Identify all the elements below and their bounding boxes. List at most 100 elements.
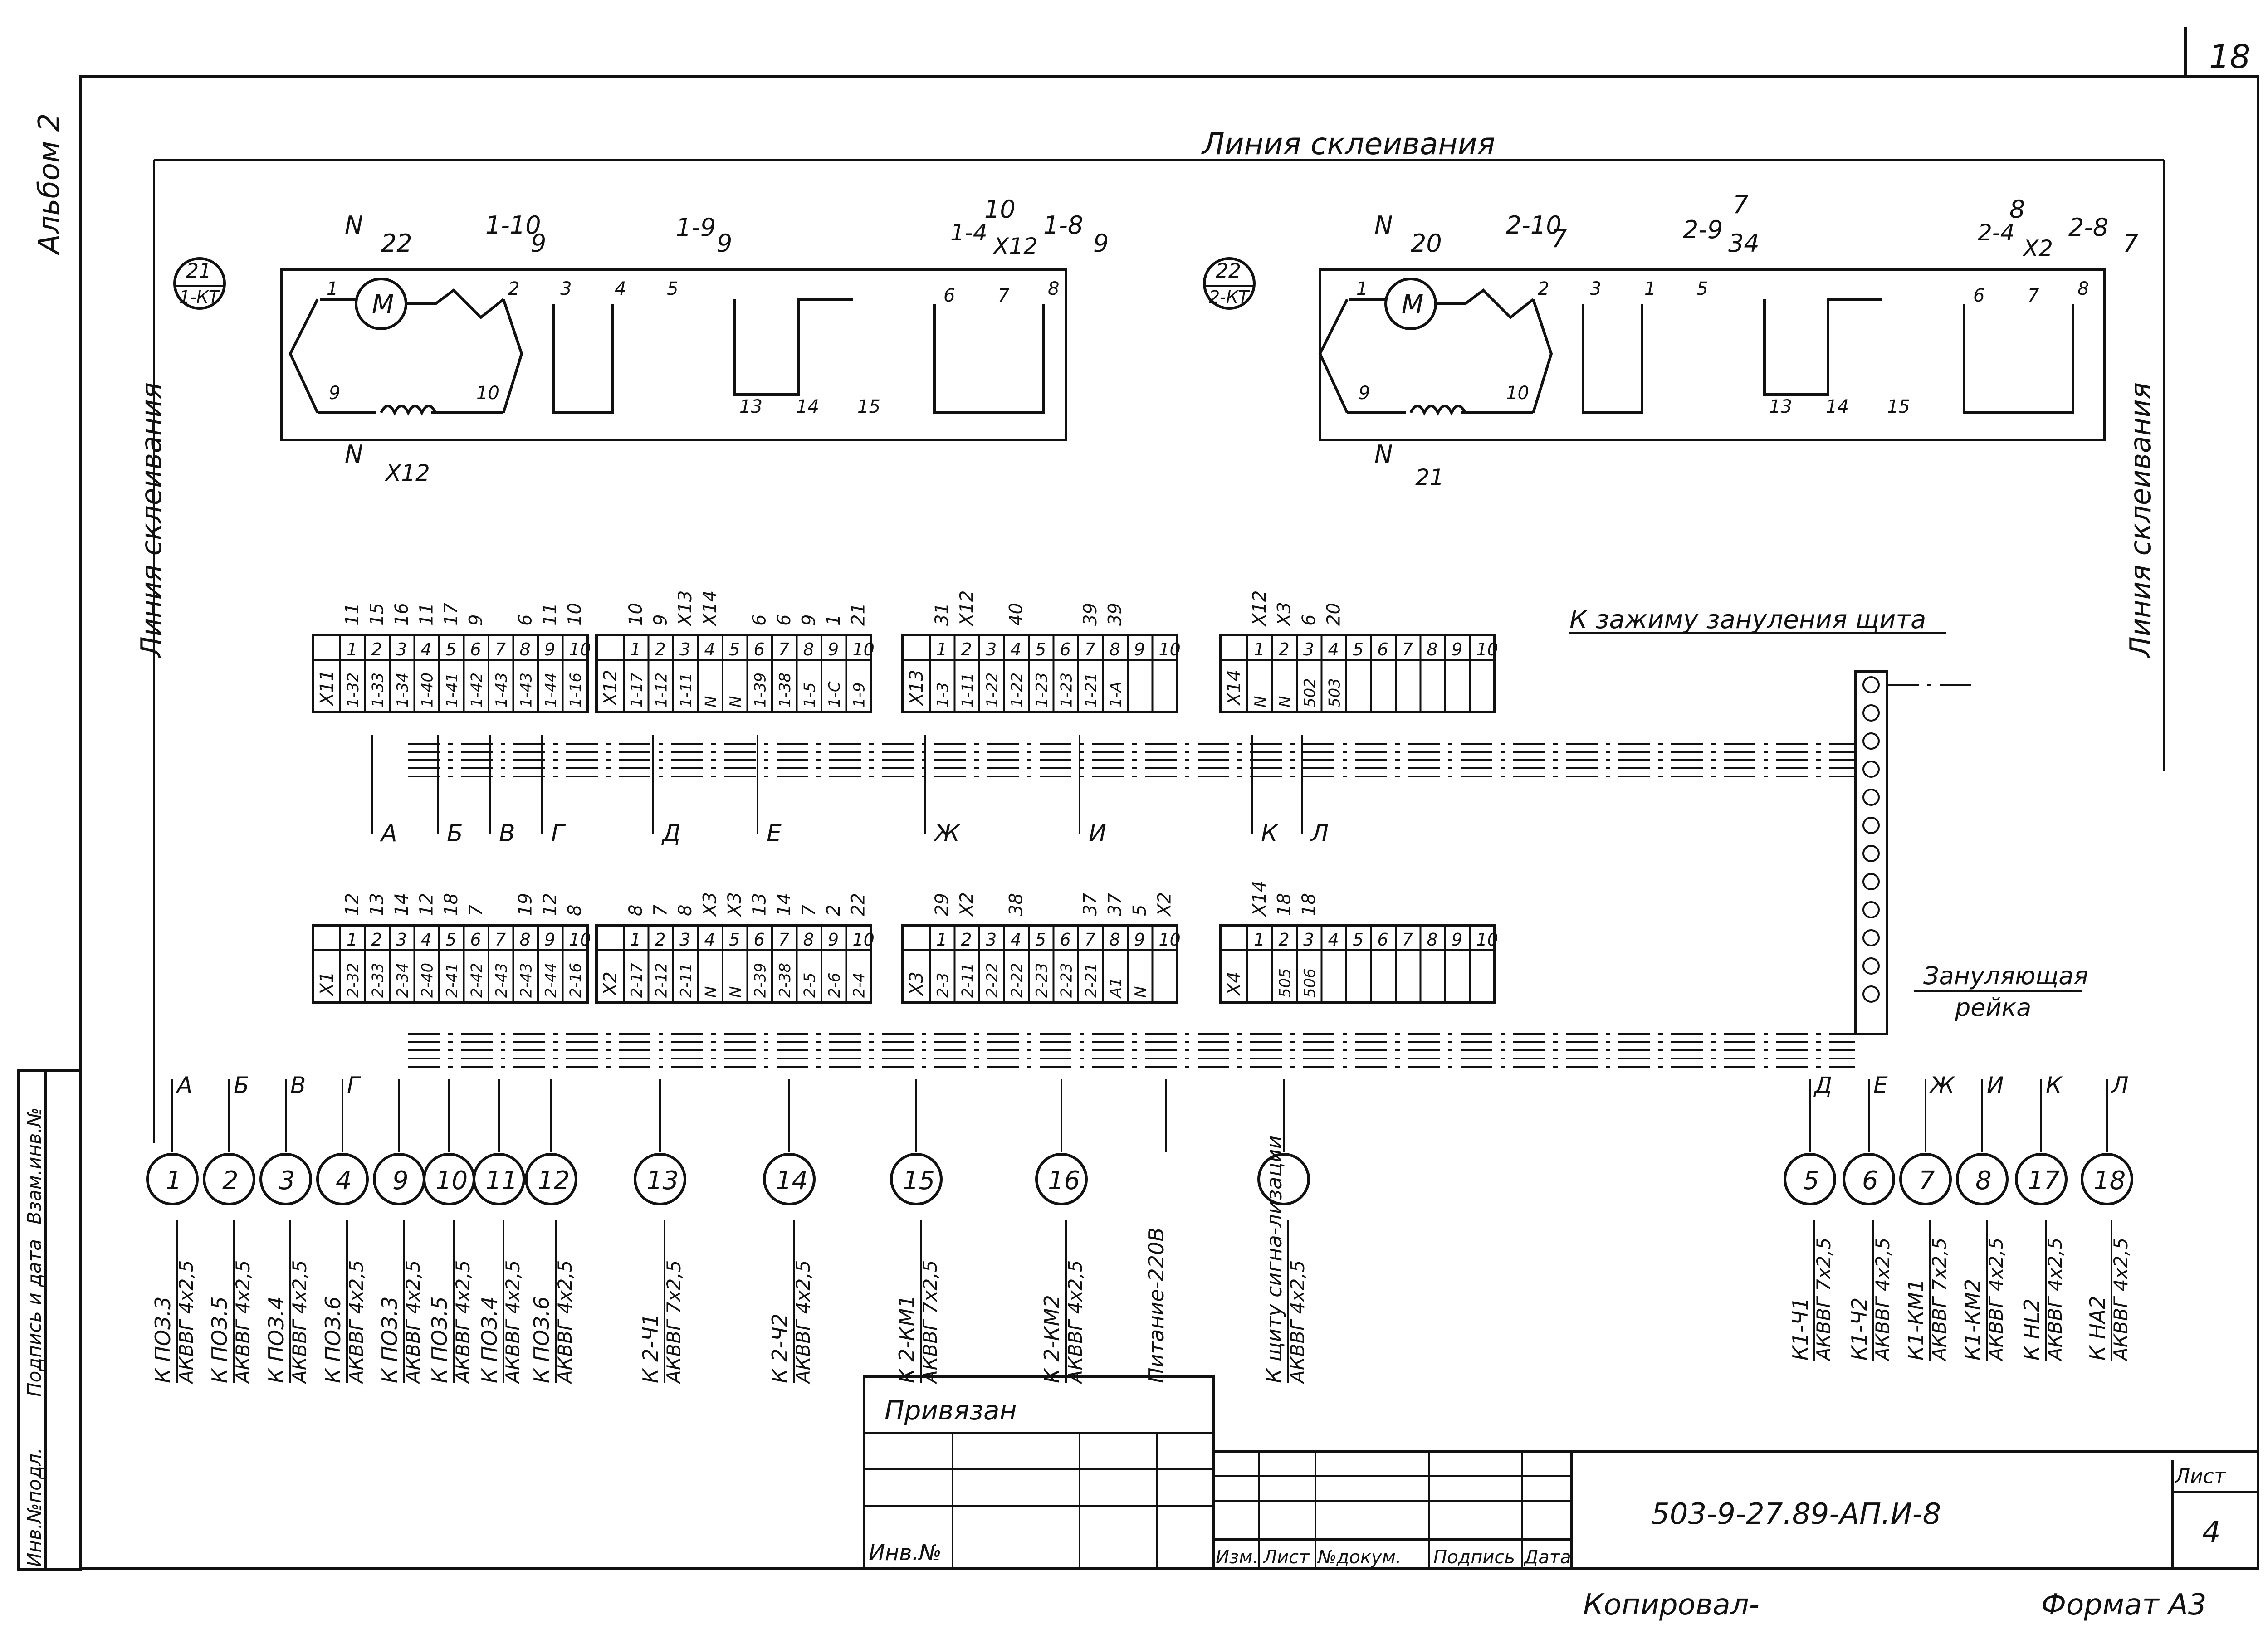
scheme-1-contact-4: 4 xyxy=(615,278,626,299)
terminal-number: 9 xyxy=(1452,930,1462,950)
terminal-number: 10 xyxy=(1476,639,1498,659)
ground-screw xyxy=(1862,957,1880,975)
cable-circle-8 xyxy=(1956,1153,2009,1205)
title-privyazan: Привязан xyxy=(885,1395,1017,1426)
wire-label: 21 xyxy=(848,603,869,626)
terminal-cell: 1-23 xyxy=(1058,673,1076,707)
terminal-cell: 1-3 xyxy=(934,682,952,707)
cable-type: АКВВГ 4х2,5 xyxy=(1064,1260,1086,1385)
cable-dest: К НL2 xyxy=(2019,1298,2044,1361)
terminal-block-name: Х2 xyxy=(600,971,621,996)
cable-number: 9 xyxy=(392,1166,409,1195)
terminal-block-name: Х4 xyxy=(1224,971,1245,996)
cable-type: АКВВГ 4х2,5 xyxy=(1286,1260,1309,1385)
terminal-number: 8 xyxy=(1427,639,1438,659)
wire-label: 7 xyxy=(466,904,487,916)
scheme-1-label-1-8: 1-8 xyxy=(1043,211,1083,239)
cable-letter-left: А xyxy=(176,1072,192,1098)
wire-label: 6 xyxy=(1299,615,1320,626)
cable-type: АКВВГ 4х2,5 xyxy=(2044,1238,2066,1362)
scheme-2-label-7c: 7 xyxy=(2123,229,2138,258)
cable-letter: Д xyxy=(661,820,681,847)
cable-letter: А xyxy=(380,820,397,847)
cable-circle-3 xyxy=(259,1153,312,1205)
terminal-cell: 2-33 xyxy=(369,963,387,998)
scheme-1-label-9a: 9 xyxy=(531,229,546,258)
terminal-number: 7 xyxy=(495,639,506,659)
sheet-top-number: 18 xyxy=(2209,38,2251,76)
scheme-1-circle-bottom: 1-КТ xyxy=(179,287,220,307)
terminal-number: 4 xyxy=(1328,930,1339,950)
cable-dest: К ПОЗ.6 xyxy=(529,1297,554,1383)
terminal-number: 10 xyxy=(853,930,875,950)
terminal-block-2-3 xyxy=(901,924,1178,1004)
cable-dest: К ПОЗ.3 xyxy=(377,1297,402,1383)
scheme-2-label-N: N xyxy=(1374,211,1393,239)
terminal-number: 5 xyxy=(1035,930,1046,950)
scheme-2-contact-9: 9 xyxy=(1359,383,1370,404)
cable-number: 5 xyxy=(1803,1166,1819,1195)
terminal-number: 6 xyxy=(1060,930,1071,950)
terminal-number: 9 xyxy=(544,930,555,950)
wire-label: 31 xyxy=(932,603,953,626)
cable-dest: К ПОЗ.4 xyxy=(477,1297,502,1383)
terminal-cell: 1-22 xyxy=(983,673,1002,707)
scheme-2-label-2-8: 2-8 xyxy=(2068,213,2108,242)
terminal-block-2-1 xyxy=(312,924,589,1004)
wire-label: 9 xyxy=(799,615,820,626)
terminal-number: 8 xyxy=(520,930,531,950)
terminal-cell: N xyxy=(702,696,720,707)
scheme-1-contact-7: 7 xyxy=(998,285,1010,306)
terminal-number: 2 xyxy=(655,930,666,950)
wire-label: Х3 xyxy=(724,892,745,917)
cable-number: 11 xyxy=(485,1166,518,1195)
terminal-number: 5 xyxy=(1353,639,1364,659)
cable-letter-left: В xyxy=(290,1072,306,1098)
terminal-cell: А1 xyxy=(1107,977,1125,999)
terminal-cell: N xyxy=(727,696,745,707)
wire-label: 38 xyxy=(1006,893,1027,916)
scheme-1-label-22: 22 xyxy=(381,229,412,258)
ground-screw xyxy=(1862,761,1880,778)
ground-screw xyxy=(1862,676,1880,693)
cable-dest: К 2-Ч1 xyxy=(638,1313,663,1383)
terminal-cell: 1-34 xyxy=(394,673,412,707)
terminal-blocks: Х1111-321121-331531-341641-401151-411761… xyxy=(312,590,1880,1068)
terminal-cell: 2-16 xyxy=(567,963,585,998)
scheme-1-contact-9: 9 xyxy=(329,383,340,404)
scheme-2-label-34: 34 xyxy=(1728,229,1760,258)
wire-label: 18 xyxy=(1274,893,1295,916)
terminal-cell: 1-16 xyxy=(567,673,585,707)
cable-dest: К ПОЗ.3 xyxy=(151,1297,175,1383)
wire-label: 20 xyxy=(1324,603,1344,626)
terminal-number: 4 xyxy=(421,639,432,659)
wire-label: 14 xyxy=(774,893,795,916)
cable-number: 7 xyxy=(1919,1166,1935,1195)
terminal-block-name: Х3 xyxy=(906,971,927,996)
terminal-number: 1 xyxy=(936,639,947,659)
wire-label: Х14 xyxy=(1249,881,1270,917)
wire-label: 5 xyxy=(1129,905,1150,916)
cable-type: АКВВГ 7х2,5 xyxy=(663,1260,685,1385)
terminal-cell: 2-21 xyxy=(1082,963,1100,998)
scheme-1-label-9c: 9 xyxy=(1093,229,1109,258)
wire-label: 8 xyxy=(675,905,696,916)
scheme-2-circle-top: 22 xyxy=(1216,259,1241,283)
wire-label: 29 xyxy=(932,893,953,916)
cable-dest: К ПОЗ.6 xyxy=(321,1297,345,1383)
wire-label: 2 xyxy=(823,905,844,916)
cable-dest: К1-КМ2 xyxy=(1960,1279,1985,1361)
terminal-number: 1 xyxy=(936,930,947,950)
terminal-cell: 1-С xyxy=(826,681,844,707)
wire-label: 10 xyxy=(626,603,646,626)
scheme-2-contact-3: 3 xyxy=(1590,278,1601,299)
terminal-number: 3 xyxy=(986,930,997,950)
scheme-1-contact-3: 3 xyxy=(560,278,572,299)
scheme-1-contact-13: 13 xyxy=(739,396,763,417)
wire-label: Х2 xyxy=(957,892,978,917)
side-stamp-inv: Инв.№подл. xyxy=(23,1448,45,1567)
terminal-cell: 1-А xyxy=(1107,682,1125,707)
cable-dest: К ПОЗ.5 xyxy=(207,1297,232,1383)
scheme-1-label-N: N xyxy=(345,211,363,239)
